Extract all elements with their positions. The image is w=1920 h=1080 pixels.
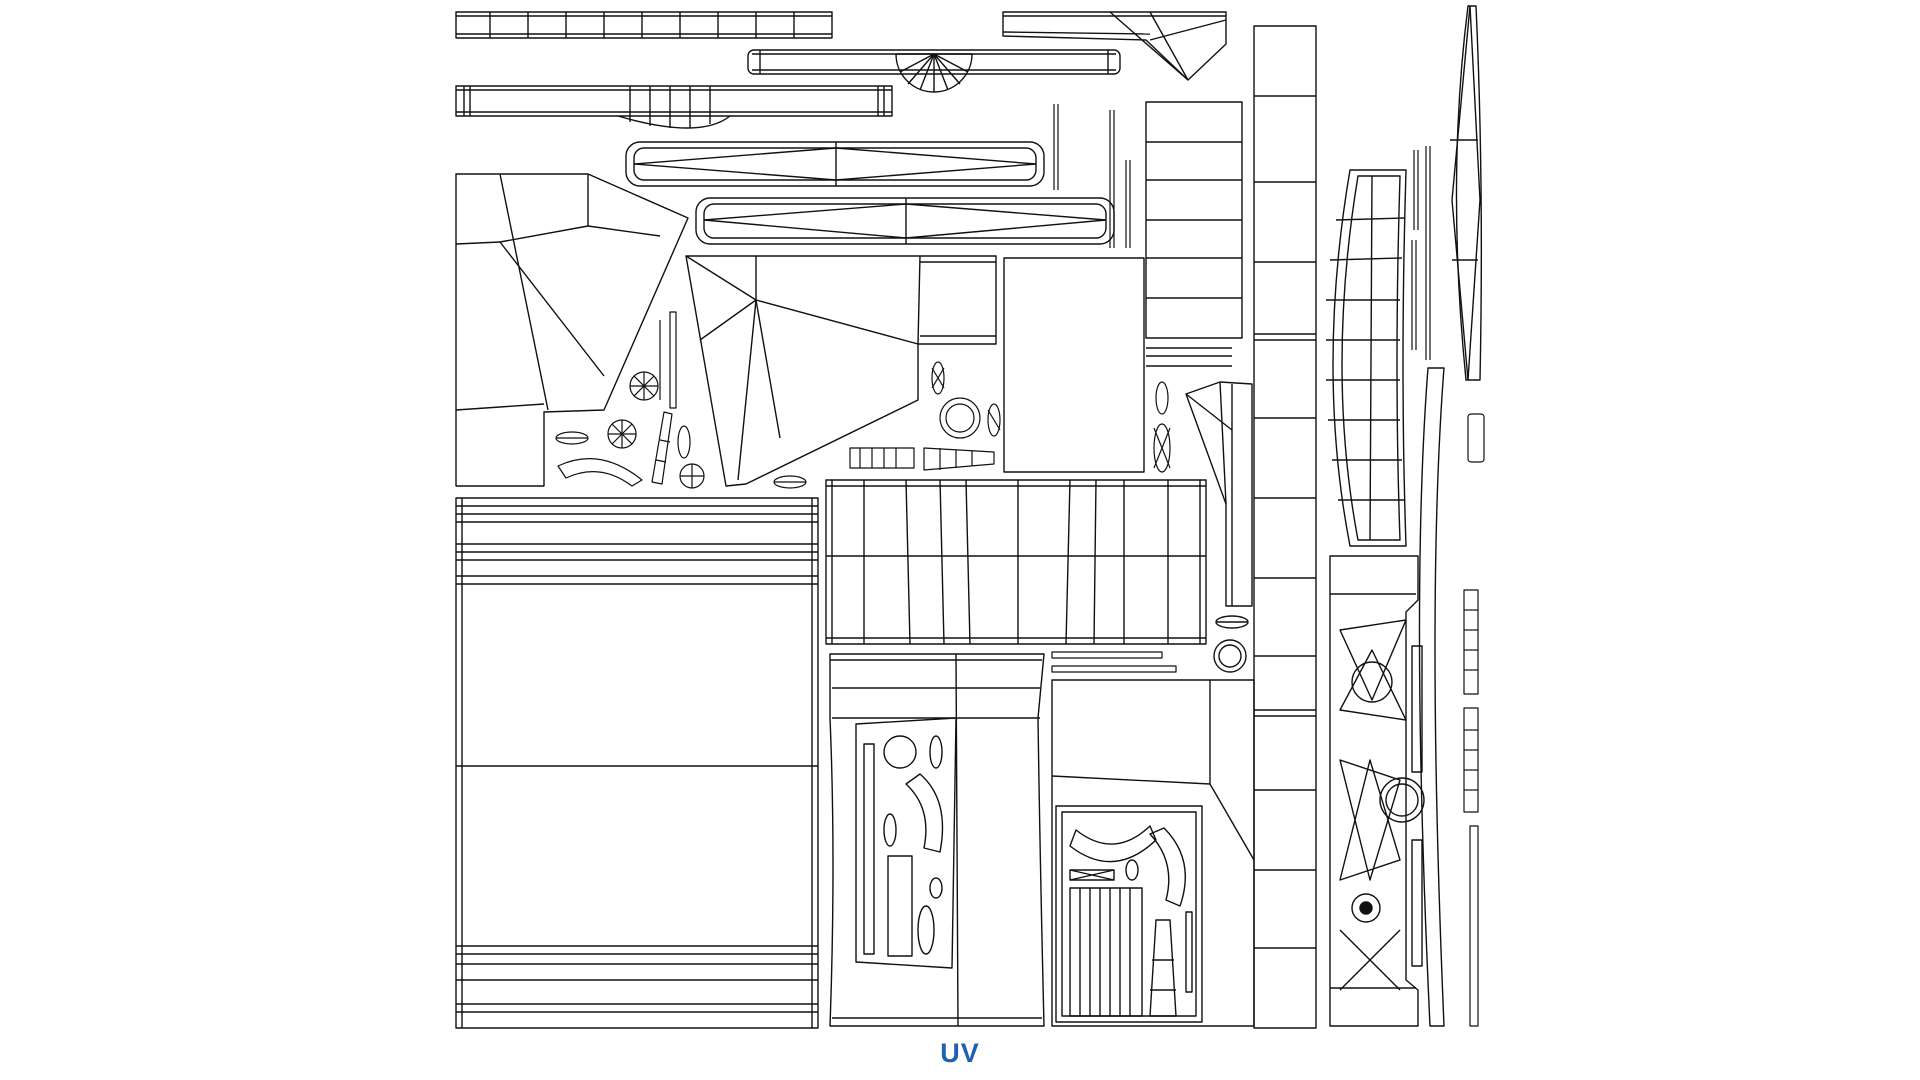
- uv-shell-rounded-strip-b: [695, 197, 1115, 245]
- uv-shell-rounded-strip-a: [625, 141, 1045, 187]
- uv-shell-fan-strip: [747, 49, 1121, 93]
- uv-caption: UV: [940, 1038, 980, 1068]
- uv-shell-top-strip: [455, 11, 833, 39]
- uv-small-fans-mid: [773, 361, 1171, 489]
- uv-shell-curved-panel: [1326, 169, 1407, 547]
- uv-shell-bottom-center-left: [829, 653, 1045, 1027]
- uv-shell-top-right-flare: [1002, 11, 1227, 81]
- uv-shell-thin-bars: [1053, 104, 1131, 248]
- uv-shell-triangle-piece: [1185, 381, 1253, 673]
- uv-shell-mid-polygon: [685, 255, 997, 487]
- uv-shell-ornate-panel: [1329, 555, 1425, 1027]
- uv-shell-tall-column: [1253, 25, 1317, 1029]
- uv-shell-mid-grid: [825, 479, 1207, 645]
- uv-shell-bottom-center-right: [1051, 679, 1255, 1027]
- uv-small-fans-left: [555, 311, 705, 489]
- uv-shell-right-sliver: [1418, 5, 1483, 1027]
- uv-shell-mid-thin-bars: [1051, 651, 1177, 673]
- uv-shell-blank-rect: [1003, 257, 1145, 473]
- uv-shell-left-upper: [455, 173, 689, 487]
- uv-shell-left-lower: [455, 497, 819, 1029]
- uv-shell-grid-panel: [1145, 101, 1243, 367]
- uv-shell-belly-strip: [455, 85, 893, 129]
- uv-shell-right-ticks: [1411, 146, 1485, 1027]
